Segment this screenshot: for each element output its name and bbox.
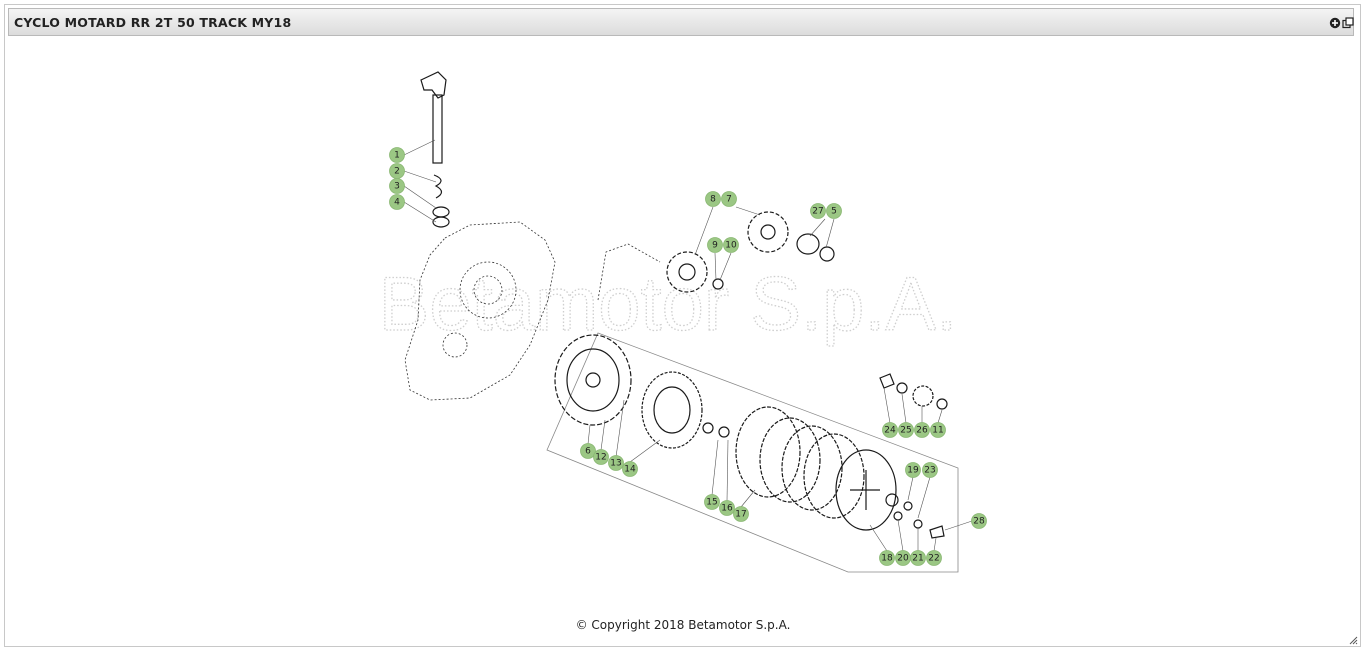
svg-text:22: 22 <box>928 554 939 564</box>
svg-text:16: 16 <box>721 504 733 514</box>
part-callout-6[interactable]: 6 <box>580 443 596 459</box>
svg-text:13: 13 <box>610 459 621 469</box>
svg-text:1: 1 <box>394 151 400 161</box>
part-callout-22[interactable]: 22 <box>926 550 942 566</box>
leader-lines <box>403 139 973 552</box>
part-callout-5[interactable]: 5 <box>826 203 842 219</box>
part-callout-23[interactable]: 23 <box>922 462 938 478</box>
panel-frame <box>4 4 1361 647</box>
part-callout-26[interactable]: 26 <box>914 422 930 438</box>
part-callout-1[interactable]: 1 <box>389 147 405 163</box>
page-title: CYCLO MOTARD RR 2T 50 TRACK MY18 <box>14 15 292 30</box>
svg-text:26: 26 <box>916 426 928 436</box>
svg-text:15: 15 <box>706 498 717 508</box>
svg-text:12: 12 <box>595 453 606 463</box>
svg-text:17: 17 <box>735 510 746 520</box>
part-callout-25[interactable]: 25 <box>898 422 914 438</box>
watermark-text: Betamotor S.p.A. <box>379 262 958 347</box>
part-callout-8[interactable]: 8 <box>705 191 721 207</box>
shift-shaft <box>420 71 450 228</box>
part-callout-10[interactable]: 10 <box>723 237 739 253</box>
part-callout-15[interactable]: 15 <box>704 494 720 510</box>
svg-text:11: 11 <box>932 426 943 436</box>
svg-text:4: 4 <box>394 198 400 208</box>
clutch-basket <box>554 334 730 449</box>
part-callout-16[interactable]: 16 <box>719 500 735 516</box>
svg-text:6: 6 <box>585 447 591 457</box>
svg-text:3: 3 <box>394 182 400 192</box>
primary-gears <box>666 211 835 293</box>
svg-text:21: 21 <box>912 554 923 564</box>
svg-text:7: 7 <box>726 195 732 205</box>
part-callout-20[interactable]: 20 <box>895 550 911 566</box>
part-callout-11[interactable]: 11 <box>930 422 946 438</box>
svg-text:19: 19 <box>907 466 919 476</box>
svg-text:25: 25 <box>900 426 911 436</box>
new-window-icon[interactable] <box>1342 17 1354 29</box>
add-circle-icon[interactable] <box>1329 17 1341 29</box>
svg-text:5: 5 <box>831 207 837 217</box>
part-callout-9[interactable]: 9 <box>707 237 723 253</box>
svg-text:20: 20 <box>897 554 909 564</box>
engine-case <box>404 221 661 401</box>
svg-text:14: 14 <box>624 465 636 475</box>
small-parts-right <box>879 373 948 410</box>
svg-text:24: 24 <box>884 426 896 436</box>
svg-text:18: 18 <box>881 554 893 564</box>
part-callout-27[interactable]: 27 <box>810 203 826 219</box>
resize-grip-icon[interactable] <box>1348 635 1358 645</box>
part-callout-19[interactable]: 19 <box>905 462 921 478</box>
part-callout-17[interactable]: 17 <box>733 506 749 522</box>
part-callout-13[interactable]: 13 <box>608 455 624 471</box>
svg-text:23: 23 <box>924 466 935 476</box>
part-callout-12[interactable]: 12 <box>593 449 609 465</box>
part-callout-2[interactable]: 2 <box>389 163 405 179</box>
clutch-plates <box>735 406 945 539</box>
svg-text:9: 9 <box>712 241 718 251</box>
part-callout-14[interactable]: 14 <box>622 461 638 477</box>
part-callout-21[interactable]: 21 <box>910 550 926 566</box>
panel-header: CYCLO MOTARD RR 2T 50 TRACK MY18 <box>8 8 1354 36</box>
part-callout-3[interactable]: 3 <box>389 178 405 194</box>
copyright-text: © Copyright 2018 Betamotor S.p.A. <box>575 618 791 632</box>
svg-text:10: 10 <box>725 241 737 251</box>
part-callout-7[interactable]: 7 <box>721 191 737 207</box>
svg-text:2: 2 <box>394 167 400 177</box>
part-callout-18[interactable]: 18 <box>879 550 895 566</box>
svg-text:8: 8 <box>710 195 716 205</box>
svg-text:28: 28 <box>973 517 985 527</box>
svg-text:27: 27 <box>812 207 823 217</box>
part-callout-24[interactable]: 24 <box>882 422 898 438</box>
part-callout-4[interactable]: 4 <box>389 194 405 210</box>
part-callout-28[interactable]: 28 <box>971 513 987 529</box>
clutch-assembly-box <box>546 332 959 573</box>
